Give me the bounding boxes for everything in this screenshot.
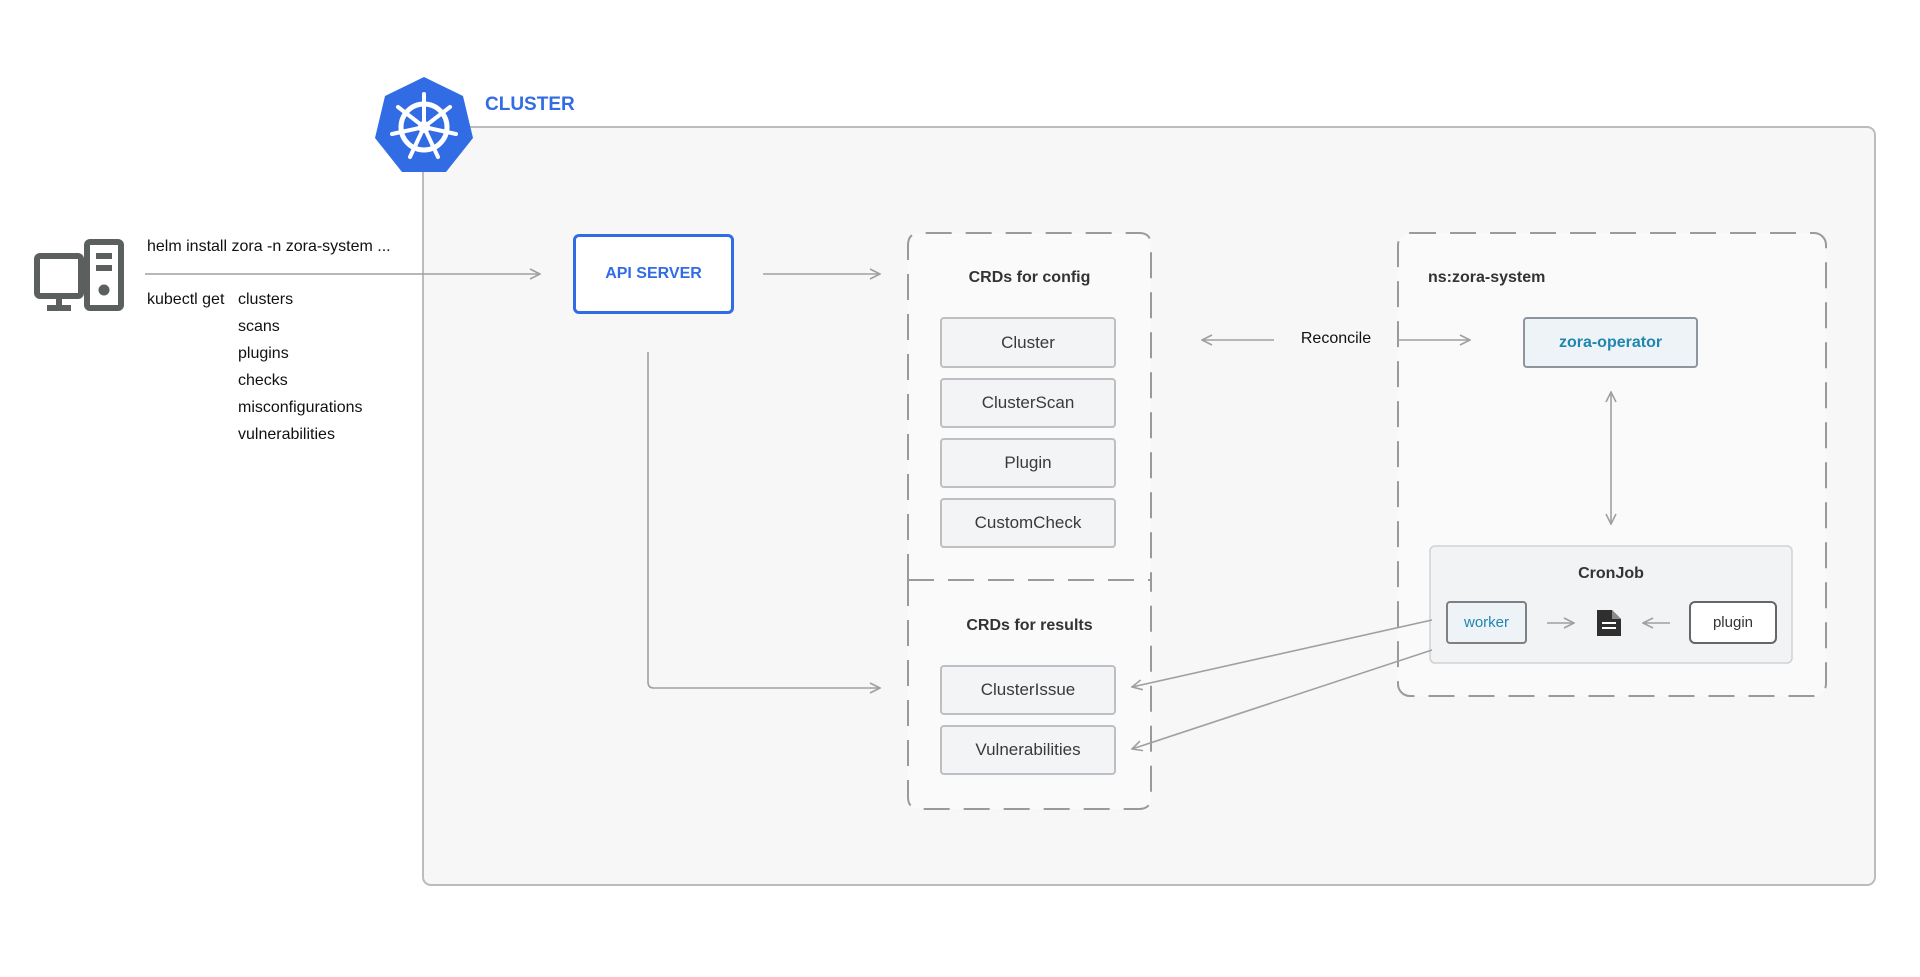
api-to-results-arrow: [647, 352, 880, 688]
crd-item-customcheck[interactable]: CustomCheck: [940, 498, 1116, 548]
kubectl-resource: misconfigurations: [238, 399, 363, 416]
crds-config-title: CRDs for config: [968, 269, 1091, 286]
crd-item-cluster[interactable]: Cluster: [940, 317, 1116, 368]
cronjob-title: CronJob: [1578, 565, 1644, 582]
kubectl-resource: vulnerabilities: [238, 426, 335, 443]
zora-operator-box[interactable]: zora-operator: [1523, 317, 1698, 368]
crd-item-plugin[interactable]: Plugin: [940, 438, 1116, 488]
api-server-box[interactable]: API SERVER: [573, 234, 734, 314]
kubectl-resource: checks: [238, 372, 288, 389]
crd-item-clusterissue[interactable]: ClusterIssue: [940, 665, 1116, 715]
document-icon: [1597, 610, 1621, 636]
kubectl-resource: clusters: [238, 291, 294, 308]
namespace-title: ns:zora-system: [1428, 269, 1546, 286]
cronjob-to-clusterissue-arrow: [1132, 619, 1433, 687]
cluster-label: CLUSTER: [485, 94, 575, 115]
worker-box[interactable]: worker: [1446, 601, 1527, 644]
kubernetes-logo-icon: [375, 77, 473, 172]
crds-results-title: CRDs for results: [966, 617, 1093, 634]
crd-item-vulnerabilities[interactable]: Vulnerabilities: [940, 725, 1116, 775]
cronjob-to-vulnerabilities-arrow: [1132, 649, 1433, 749]
kubectl-prefix: kubectl get: [147, 291, 225, 308]
kubectl-resource: scans: [238, 318, 280, 335]
kubectl-resource: plugins: [238, 345, 289, 362]
crd-item-clusterscan[interactable]: ClusterScan: [940, 378, 1116, 428]
helm-command: helm install zora -n zora-system ...: [147, 238, 391, 255]
reconcile-label: Reconcile: [1300, 330, 1372, 347]
computer-icon: [34, 239, 124, 311]
plugin-box[interactable]: plugin: [1689, 601, 1777, 644]
